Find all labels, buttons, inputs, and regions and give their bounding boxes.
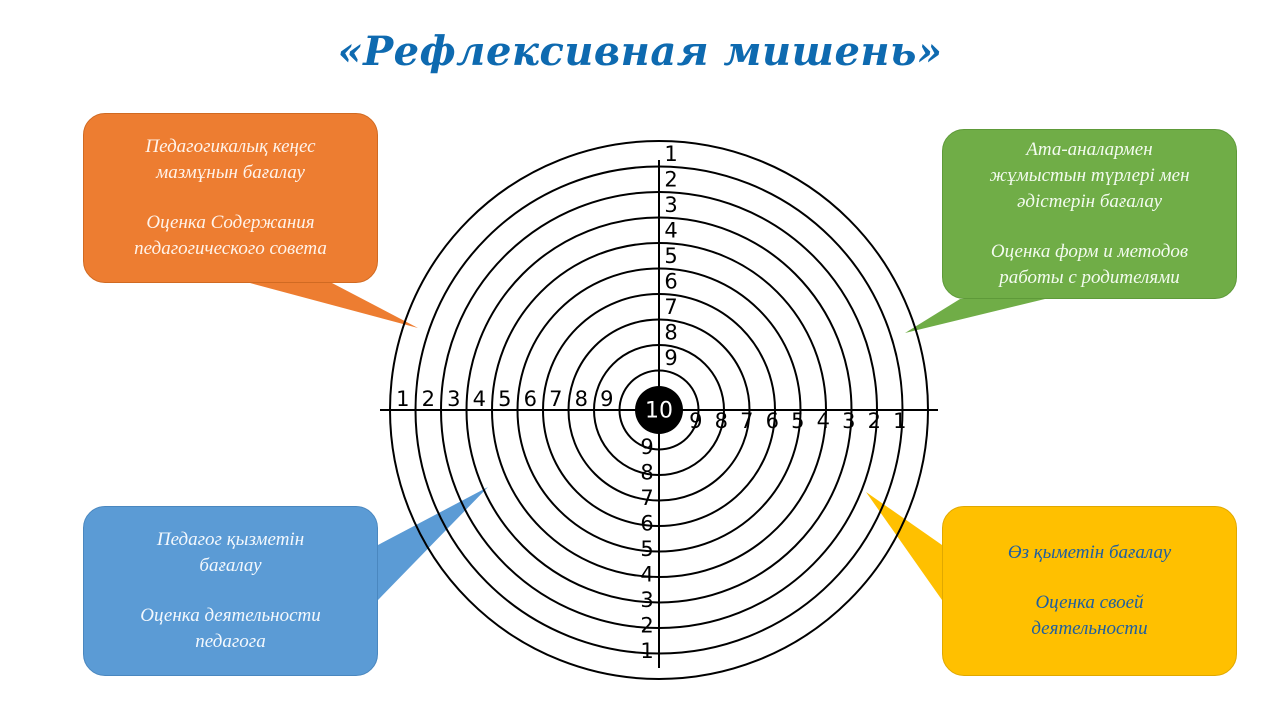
target-axes (380, 160, 938, 668)
ring-number-left: 6 (524, 387, 537, 411)
ring-number-left: 9 (600, 387, 613, 411)
ring-number-top: 1 (664, 142, 677, 166)
ring-number-left: 3 (447, 387, 460, 411)
ring-number-right: 6 (766, 409, 779, 433)
callout-kazakh-text: Педагог қызметін бағалау (156, 529, 305, 576)
ring-number-top: 6 (664, 269, 677, 293)
ring-number-top: 7 (664, 295, 677, 319)
ring-number-left: 7 (549, 387, 562, 411)
callout-russian-text: Оценка форм и методов работы с родителям… (990, 241, 1189, 288)
ring-number-left: 4 (473, 387, 486, 411)
ring-number-top: 9 (664, 346, 677, 370)
ring-number-top: 2 (664, 167, 677, 191)
ring-number-bottom: 9 (640, 435, 653, 459)
ring-number-left: 5 (498, 387, 511, 411)
ring-number-right: 4 (817, 409, 830, 433)
ring-number-right: 3 (842, 409, 855, 433)
ring-number-top: 5 (664, 244, 677, 268)
ring-number-right: 9 (689, 409, 702, 433)
callout-pedagogical-council: Педагогикалық кеңес мазмұнын бағалау Оце… (83, 113, 378, 283)
callout-kazakh-text: Өз қыметін бағалау (1007, 542, 1172, 563)
callout-work-with-parents: Ата-аналармен жұмыстын түрлері мен әдіст… (942, 129, 1237, 299)
ring-number-bottom: 6 (640, 511, 653, 535)
bullseye-label: 10 (645, 399, 673, 424)
ring-number-bottom: 1 (640, 639, 653, 663)
ring-number-right: 8 (715, 409, 728, 433)
ring-number-left: 8 (575, 387, 588, 411)
ring-number-right: 7 (740, 409, 753, 433)
callout-pointer-bottom-left (378, 487, 488, 600)
ring-number-top: 8 (664, 320, 677, 344)
callout-russian-text: Оценка деятельности педагога (140, 605, 321, 652)
ring-number-left: 1 (396, 387, 409, 411)
slide-title: «Рефлексивная мишень» (337, 28, 943, 75)
ring-number-top: 3 (664, 193, 677, 217)
callout-pointer-top-left (250, 283, 418, 328)
callout-pointer-bottom-right (866, 492, 942, 600)
callout-self-assessment: Өз қыметін бағалау Оценка своей деятельн… (942, 506, 1237, 676)
ring-number-right: 1 (893, 409, 906, 433)
ring-number-right: 5 (791, 409, 804, 433)
ring-number-bottom: 5 (640, 537, 653, 561)
ring-number-top: 4 (664, 218, 677, 242)
callout-pointer-top-right (905, 299, 1045, 333)
ring-number-bottom: 4 (640, 562, 653, 586)
callout-teacher-activity: Педагог қызметін бағалау Оценка деятельн… (83, 506, 378, 676)
ring-number-bottom: 3 (640, 588, 653, 612)
ring-number-bottom: 8 (640, 460, 653, 484)
ring-number-bottom: 2 (640, 613, 653, 637)
callout-russian-text: Оценка своей деятельности (1031, 592, 1148, 639)
callout-kazakh-text: Ата-аналармен жұмыстын түрлері мен әдіст… (989, 139, 1190, 212)
ring-number-left: 2 (422, 387, 435, 411)
callout-russian-text: Оценка Содержания педагогического совета (134, 212, 327, 259)
ring-number-right: 2 (868, 409, 881, 433)
ring-number-bottom: 7 (640, 486, 653, 510)
callout-kazakh-text: Педагогикалық кеңес мазмұнын бағалау (145, 136, 316, 183)
